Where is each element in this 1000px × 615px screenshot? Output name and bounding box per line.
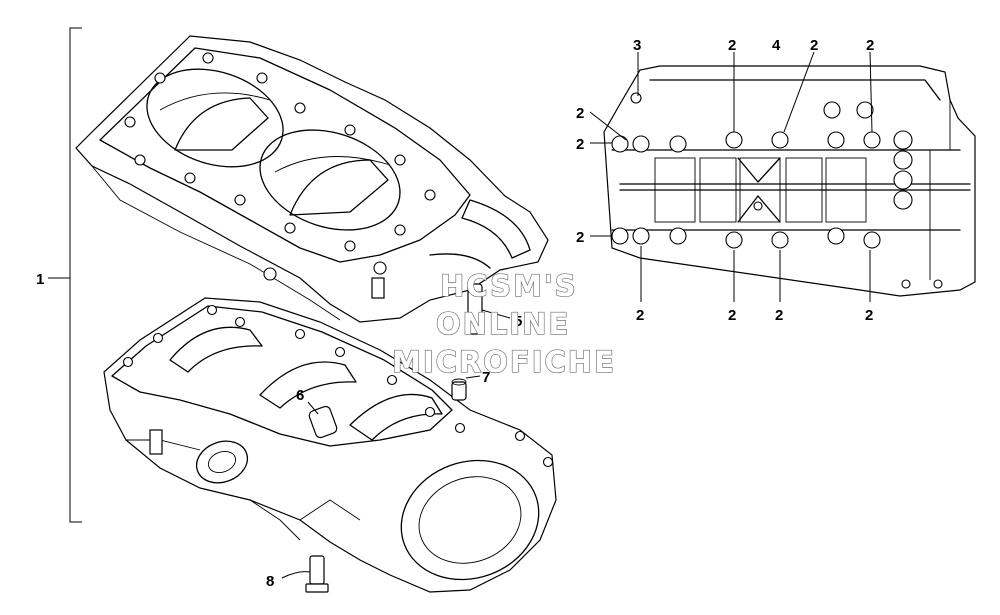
bearing-pin-6 [308, 405, 338, 439]
callout-6: 6 [296, 387, 304, 404]
watermark-line-2: ONLINE [436, 307, 570, 341]
drain-bolt-8 [305, 555, 329, 593]
callout-2: 2 [775, 307, 783, 324]
upper-crankcase [75, 35, 549, 323]
watermark: HCSM'S ONLINE MICROFICHE [391, 268, 616, 379]
callout-3: 3 [633, 37, 641, 54]
callout-2: 2 [866, 37, 874, 54]
callout-2: 2 [636, 307, 644, 324]
callout-2: 2 [728, 307, 736, 324]
watermark-line-1: HCSM'S [440, 269, 578, 303]
callout-2: 2 [728, 37, 736, 54]
callout-2: 2 [810, 37, 818, 54]
crankcase-bottom-view [603, 65, 976, 297]
callout-5: 5 [514, 313, 522, 330]
callout-2: 2 [865, 307, 873, 324]
lower-crankcase [103, 297, 557, 593]
dowel-pin-5 [467, 283, 483, 335]
callout-2: 2 [576, 136, 584, 153]
callout-2: 2 [576, 229, 584, 246]
callouts: 1 3 2 4 2 2 2 2 2 2 2 2 2 5 7 6 8 [36, 37, 874, 590]
callout-4: 4 [772, 37, 781, 54]
leader-lines [281, 51, 873, 579]
watermark-line-3: MICROFICHE [392, 345, 616, 379]
callout-1: 1 [36, 271, 44, 288]
callout-7: 7 [482, 369, 490, 386]
callout-8: 8 [266, 573, 274, 590]
assembly-bracket [48, 27, 82, 523]
bushing-7 [451, 378, 467, 401]
callout-2: 2 [576, 105, 584, 122]
